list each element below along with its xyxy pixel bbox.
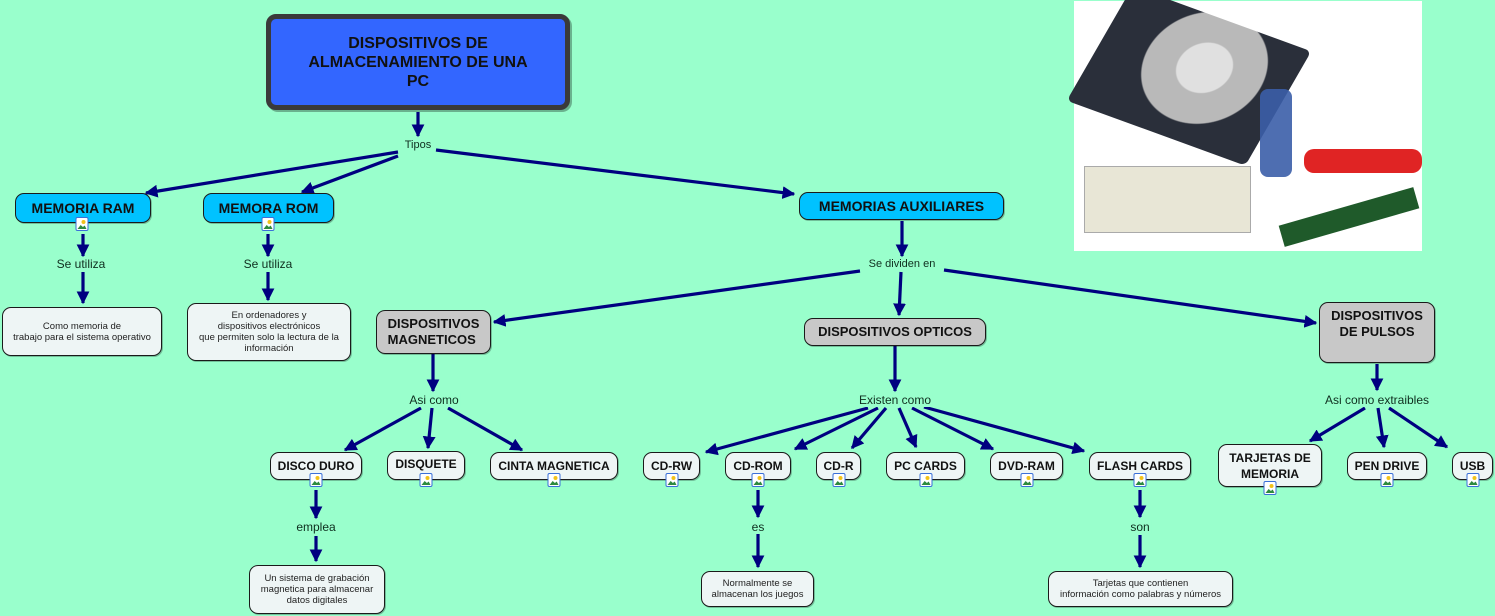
concept-flash-cards-description[interactable]: Tarjetas que contienen información como … [1048,571,1233,607]
linking-phrase-ram-use: Se utiliza [54,257,108,271]
link-existen-cdr [850,406,888,450]
image-icon[interactable] [1380,473,1394,487]
link-extraibles-tarjetas [1308,406,1366,443]
concept-label: FLASH CARDS [1097,459,1183,473]
concept-label: DISPOSITIVOS OPTICOS [818,324,972,339]
concept-label: MEMORIA RAM [31,200,135,216]
link-extraibles-usb [1388,406,1449,449]
concept-label: DVD-RAM [998,459,1055,473]
link-dividen-opt [893,271,906,317]
concept-label: MEMORA ROM [218,200,319,216]
concept-label: PEN DRIVE [1354,459,1420,473]
link-tipos-ram [144,150,399,198]
linking-phrase-rom-use: Se utiliza [241,257,295,271]
cd-drive-image [1084,166,1251,233]
concept-label: DISPOSITIVOS MAGNETICOS [387,316,480,347]
storage-devices-photo [1066,0,1422,251]
linking-phrase-es: es [749,520,767,534]
linking-phrase-son: son [1128,520,1152,534]
link-existen-dvdram [911,406,995,451]
title-text: DISPOSITIVOS DE ALMACENAMIENTO DE UNA PC [308,35,528,90]
linking-phrase-tipos: Tipos [402,139,434,151]
link-tipos-aux [435,148,796,199]
concept-dispositivos-opticos[interactable]: DISPOSITIVOS OPTICOS [804,318,986,346]
image-icon[interactable] [261,217,275,231]
concept-label: CINTA MAGNETICA [498,459,610,473]
link-tipos-rom [300,154,399,194]
image-icon[interactable] [919,473,933,487]
concept-label: Normalmente se almacenan los juegos [711,578,804,600]
link-existen-flash [923,405,1086,455]
concept-disco-duro-description[interactable]: Un sistema de grabación magnetica para a… [249,565,385,614]
image-icon[interactable] [419,473,433,487]
image-icon[interactable] [665,473,679,487]
title-concept[interactable]: DISPOSITIVOS DE ALMACENAMIENTO DE UNA PC [266,14,570,110]
concept-disquete[interactable]: DISQUETE [387,451,465,480]
concept-dispositivos-magneticos[interactable]: DISPOSITIVOS MAGNETICOS [376,310,491,354]
image-icon[interactable] [751,473,765,487]
linking-phrase-pul: Asi como extraibles [1322,393,1432,407]
concept-label: USB [1459,459,1486,473]
concept-label: DISQUETE [395,457,457,471]
concept-label: DISPOSITIVOS DE PULSOS [1331,308,1423,339]
link-dividen-mag [492,269,861,327]
concept-label: Tarjetas que contienen información como … [1059,578,1222,600]
concept-label: DISCO DURO [277,459,355,473]
linking-phrase-mag: Asi como [407,393,461,407]
linking-phrase-emplea: emplea [294,520,338,534]
link-extraibles-pendrive [1375,407,1389,449]
concept-memorias-auxiliares[interactable]: MEMORIAS AUXILIARES [799,192,1004,220]
link-existen-cdrom [793,406,879,451]
blue-usb-image [1260,89,1292,177]
concept-ram-description[interactable]: Como memoria de trabajo para el sistema … [2,307,162,356]
link-existen-pccards [897,407,918,449]
linking-phrase-opt: Existen como [856,393,934,407]
concept-rom-description[interactable]: En ordenadores y dispositivos electrónic… [187,303,351,361]
concept-dispositivos-pulsos[interactable]: DISPOSITIVOS DE PULSOS [1319,302,1435,363]
image-icon[interactable] [1133,473,1147,487]
concept-cd-rom[interactable]: CD-ROM [725,452,791,480]
concept-label: PC CARDS [894,459,957,473]
red-usb-image [1304,149,1422,173]
link-asicomo-disquete [422,407,436,450]
concept-label: CD-R [823,459,854,473]
image-icon[interactable] [1020,473,1034,487]
image-icon[interactable] [1263,481,1277,495]
concept-label: CD-RW [650,459,693,473]
image-icon[interactable] [75,217,89,231]
link-dividen-pul [943,268,1318,328]
concept-label: TARJETAS DE MEMORIA [1229,451,1311,481]
linking-phrase-dividen: Se dividen en [866,258,938,270]
image-icon[interactable] [547,473,561,487]
concept-cd-rom-description[interactable]: Normalmente se almacenan los juegos [701,571,814,607]
concept-label: Un sistema de grabación magnetica para a… [260,573,374,606]
link-asicomo-disco [343,406,422,452]
concept-label: MEMORIAS AUXILIARES [818,198,985,214]
link-asicomo-cinta [447,406,524,452]
image-icon[interactable] [309,473,323,487]
link-existen-cdrw [704,406,869,456]
concept-label: En ordenadores y dispositivos electrónic… [199,310,339,354]
image-icon[interactable] [1466,473,1480,487]
ram-module-image [1278,187,1420,247]
concept-label: CD-ROM [733,459,783,473]
image-icon[interactable] [832,473,846,487]
concept-label: Como memoria de trabajo para el sistema … [13,320,151,343]
